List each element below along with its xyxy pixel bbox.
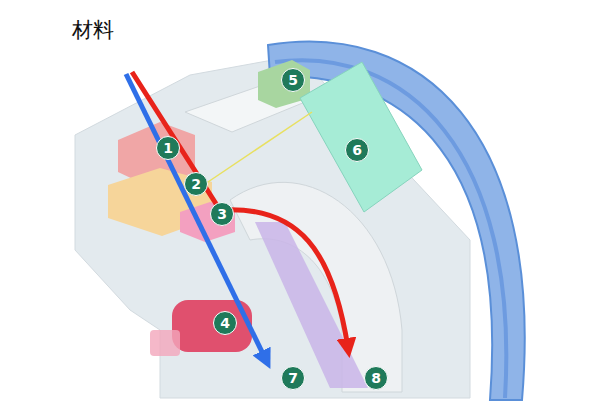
teal-block xyxy=(300,62,422,212)
callout-number: 4 xyxy=(213,311,237,335)
callout-number: 5 xyxy=(281,68,305,92)
callout-text: 4 xyxy=(220,316,230,330)
callout-text: 3 xyxy=(217,207,227,221)
callout-text: 2 xyxy=(191,177,201,191)
callout-text: 5 xyxy=(288,73,298,87)
callout-number: 7 xyxy=(281,366,305,390)
callout-number: 2 xyxy=(184,172,208,196)
callout-text: 1 xyxy=(163,141,173,155)
callout-number: 3 xyxy=(210,202,234,226)
callout-text: 6 xyxy=(352,143,362,157)
yellow-beam xyxy=(202,112,312,186)
callout-number: 1 xyxy=(156,136,180,160)
red-part-shadow xyxy=(150,330,180,356)
diagram-title: 材料 xyxy=(72,16,114,44)
callout-number: 6 xyxy=(345,138,369,162)
callout-number: 8 xyxy=(364,366,388,390)
callout-text: 8 xyxy=(371,371,381,385)
blue-arrow xyxy=(126,74,266,360)
red-arrow xyxy=(132,72,348,348)
callout-text: 7 xyxy=(288,371,298,385)
